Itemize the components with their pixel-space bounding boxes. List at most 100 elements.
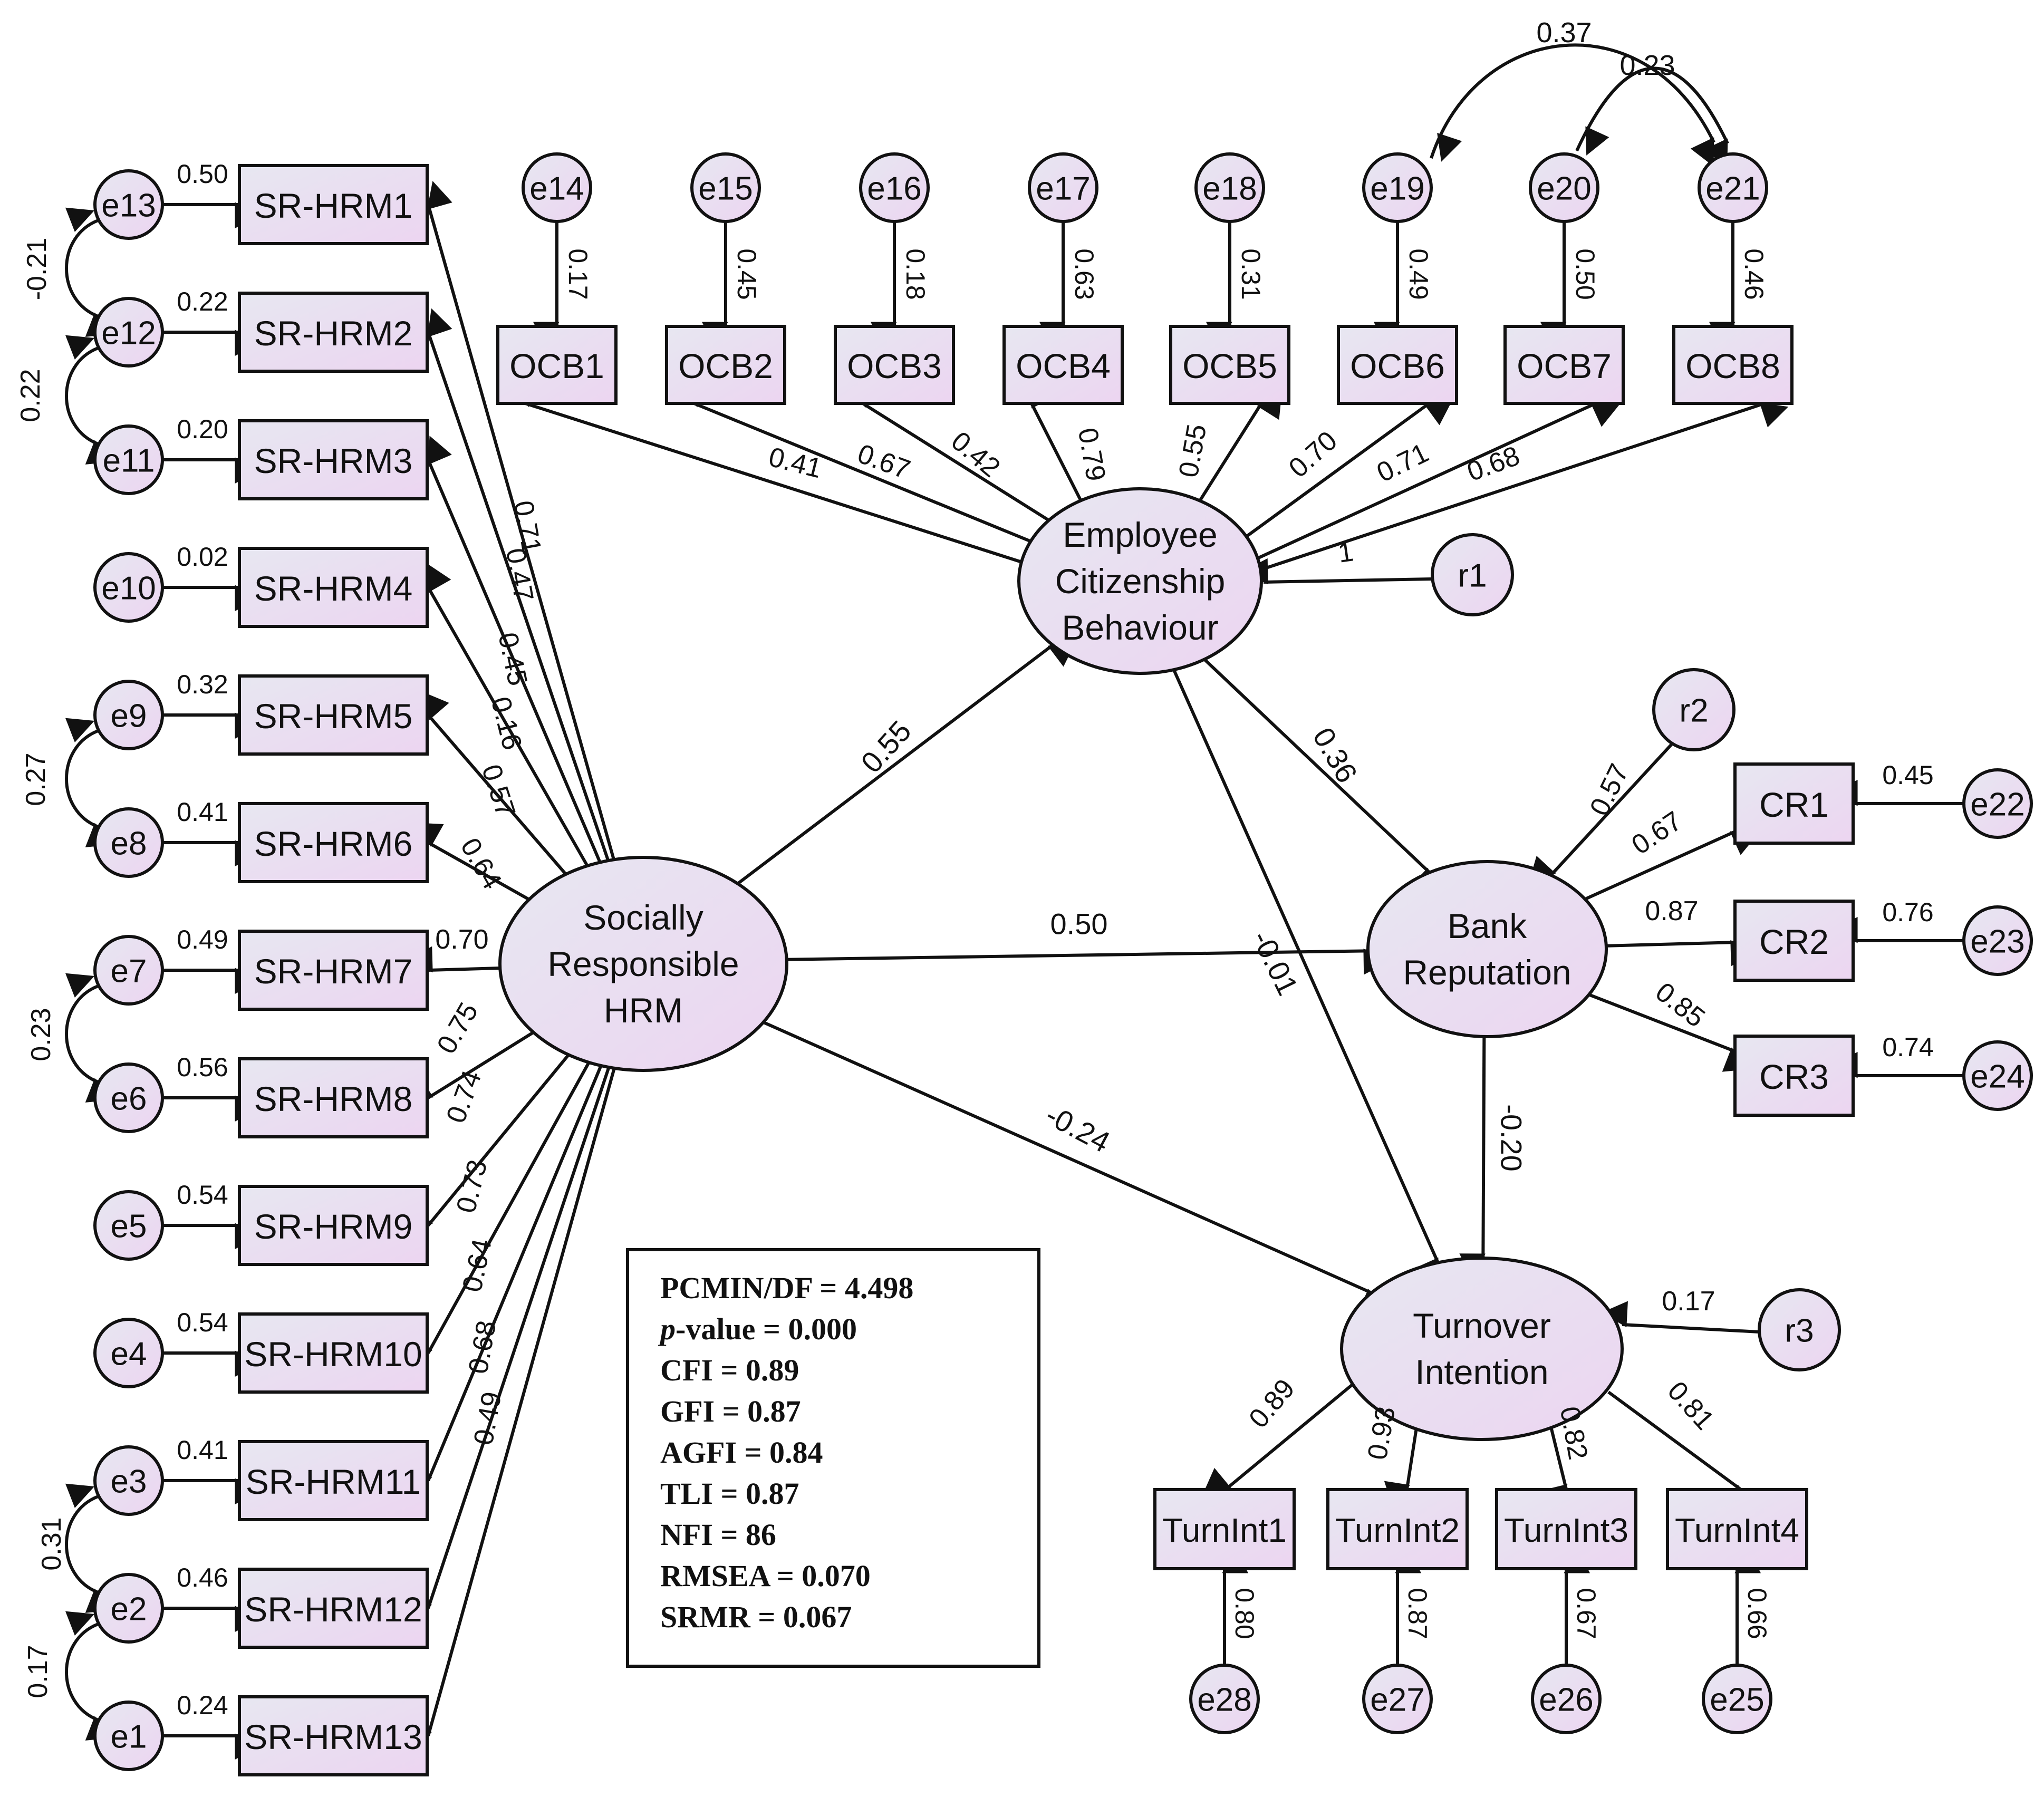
r2-srhrm-7: 0.49 bbox=[177, 925, 228, 954]
structural-path-ocb-bank bbox=[1203, 658, 1438, 895]
loading-path-turnint-2 bbox=[1384, 1427, 1418, 1509]
covariance-e3-e2 bbox=[65, 1483, 114, 1613]
structural-path-ocb-turn bbox=[1172, 669, 1440, 1287]
indicator-srhrm-10-label: SR-HRM10 bbox=[244, 1335, 422, 1374]
loading-ocb-1: 0.41 bbox=[766, 442, 825, 485]
r2-cr-1: 0.45 bbox=[1882, 760, 1933, 790]
loading-path-srhrm-13 bbox=[406, 1068, 616, 1754]
fit-agfi: AGFI = 0.84 bbox=[660, 1435, 823, 1470]
error-e24-circle bbox=[1962, 1040, 2033, 1111]
indicator-turnint-2-label: TurnInt2 bbox=[1335, 1511, 1460, 1549]
indicator-srhrm-3-label: SR-HRM3 bbox=[254, 441, 413, 480]
r2-srhrm-3: 0.20 bbox=[177, 414, 228, 444]
error-e11-circle bbox=[93, 424, 164, 495]
error-e27-circle bbox=[1362, 1664, 1433, 1734]
error-e9-circle bbox=[93, 680, 164, 750]
latent-bank-label-line: Bank bbox=[1448, 906, 1527, 945]
path-r1-ocb: 1 bbox=[1336, 536, 1356, 568]
loading-ocb-2: 0.67 bbox=[854, 438, 914, 485]
error-e22-label: e22 bbox=[1970, 787, 2024, 823]
latent-bank-label-line: Reputation bbox=[1403, 953, 1571, 992]
loading-path-srhrm-5 bbox=[422, 691, 567, 875]
r2-turnint-2: 0.87 bbox=[1403, 1588, 1432, 1639]
indicator-turnint-1-box bbox=[1153, 1488, 1296, 1570]
indicator-srhrm-6-box bbox=[238, 802, 429, 883]
indicator-srhrm-11-label: SR-HRM11 bbox=[246, 1462, 421, 1501]
r2-srhrm-13: 0.24 bbox=[177, 1690, 228, 1720]
indicator-turnint-4-label: TurnInt4 bbox=[1675, 1511, 1799, 1549]
latent-turn-label-line: Turnover bbox=[1413, 1306, 1551, 1345]
loading-path-srhrm-11 bbox=[408, 1065, 603, 1497]
r2-srhrm-9: 0.54 bbox=[177, 1180, 228, 1210]
r2-srhrm-10: 0.54 bbox=[177, 1308, 228, 1337]
r2-ocb-4: 0.63 bbox=[1069, 248, 1099, 300]
loading-srhrm-6: 0.64 bbox=[455, 833, 508, 895]
indicator-turnint-3-label: TurnInt3 bbox=[1504, 1511, 1628, 1549]
latent-turn-ellipse bbox=[1340, 1257, 1624, 1441]
loading-path-cr-2 bbox=[1606, 940, 1757, 967]
error-e4-circle bbox=[93, 1318, 164, 1388]
r2-ocb-3: 0.18 bbox=[901, 248, 930, 300]
r2-turnint-1: 0.80 bbox=[1230, 1588, 1259, 1639]
path-srhrm-bank: 0.50 bbox=[1050, 907, 1108, 941]
indicator-ocb-2-box bbox=[665, 325, 786, 405]
error-e5-label: e5 bbox=[111, 1209, 147, 1245]
indicator-srhrm-1-box bbox=[238, 164, 429, 245]
r2-srhrm-5: 0.32 bbox=[177, 670, 228, 699]
loading-path-turnint-4 bbox=[1607, 1390, 1751, 1511]
loading-cr-1: 0.67 bbox=[1626, 806, 1688, 861]
indicator-ocb-3-label: OCB3 bbox=[847, 346, 942, 385]
model-fit-box: PCMIN/DF = 4.498 p-value = 0.000 CFI = 0… bbox=[626, 1248, 1040, 1668]
loading-path-ocb-7 bbox=[1255, 402, 1620, 561]
indicator-srhrm-13-label: SR-HRM13 bbox=[244, 1717, 422, 1756]
r2-cr-3: 0.74 bbox=[1882, 1032, 1933, 1062]
loading-srhrm-8: 0.75 bbox=[431, 998, 485, 1059]
covariance-e20-e21 bbox=[1575, 66, 1729, 168]
loading-turnint-1: 0.89 bbox=[1243, 1374, 1300, 1434]
error-e2-label: e2 bbox=[111, 1591, 147, 1628]
r2-cr-2: 0.76 bbox=[1882, 897, 1933, 927]
indicator-turnint-4-box bbox=[1666, 1488, 1808, 1570]
error-e21-circle bbox=[1698, 152, 1768, 223]
loading-srhrm-13: 0.49 bbox=[468, 1389, 508, 1447]
indicator-srhrm-6-label: SR-HRM6 bbox=[254, 824, 413, 863]
loading-srhrm-12: 0.68 bbox=[463, 1318, 503, 1376]
indicator-srhrm-2-box bbox=[238, 292, 429, 373]
error-e17-circle bbox=[1028, 152, 1098, 223]
loading-path-ocb-2 bbox=[678, 383, 1043, 547]
covariance-e2-e1 bbox=[65, 1611, 114, 1741]
loading-srhrm-10: 0.73 bbox=[451, 1157, 494, 1216]
error-e17-label: e17 bbox=[1036, 171, 1090, 207]
covariance-e13-e12-label: -0.21 bbox=[22, 238, 52, 301]
residual-r3-label: r3 bbox=[1785, 1313, 1814, 1349]
r2-ocb-1: 0.17 bbox=[563, 248, 593, 300]
error-e5-circle bbox=[93, 1190, 164, 1261]
error-e3-circle bbox=[93, 1445, 164, 1516]
residual-r1-circle bbox=[1431, 533, 1514, 616]
error-e18-circle bbox=[1194, 152, 1265, 223]
fit-pcmin-df: PCMIN/DF = 4.498 bbox=[660, 1271, 913, 1305]
path-r3-turn: 0.17 bbox=[1662, 1286, 1715, 1317]
error-e6-circle bbox=[93, 1062, 164, 1133]
indicator-srhrm-3-box bbox=[238, 419, 429, 500]
indicator-srhrm-10-box bbox=[238, 1312, 429, 1394]
indicator-ocb-1-box bbox=[496, 325, 618, 405]
path-r2-bank: 0.57 bbox=[1584, 759, 1635, 820]
residual-path-r1 bbox=[1241, 558, 1433, 585]
error-e28-label: e28 bbox=[1197, 1682, 1251, 1718]
latent-ocb-label-line: Behaviour bbox=[1062, 608, 1218, 647]
loading-turnint-3: 0.82 bbox=[1554, 1404, 1594, 1462]
error-e4-label: e4 bbox=[111, 1336, 147, 1373]
loading-path-cr-3 bbox=[1588, 993, 1751, 1072]
loading-path-srhrm-10 bbox=[408, 1061, 591, 1367]
error-e25-label: e25 bbox=[1710, 1682, 1764, 1718]
loading-path-ocb-5 bbox=[1198, 391, 1283, 502]
residual-path-r3 bbox=[1601, 1301, 1760, 1334]
indicator-ocb-8-box bbox=[1672, 325, 1794, 405]
loading-srhrm-2: 0.47 bbox=[500, 546, 539, 604]
indicator-ocb-6-box bbox=[1337, 325, 1458, 405]
error-e11-label: e11 bbox=[103, 443, 155, 479]
covariance-e19-e21 bbox=[1430, 43, 1715, 167]
latent-ocb-ellipse bbox=[1017, 487, 1263, 675]
residual-r2-label: r2 bbox=[1679, 693, 1708, 729]
